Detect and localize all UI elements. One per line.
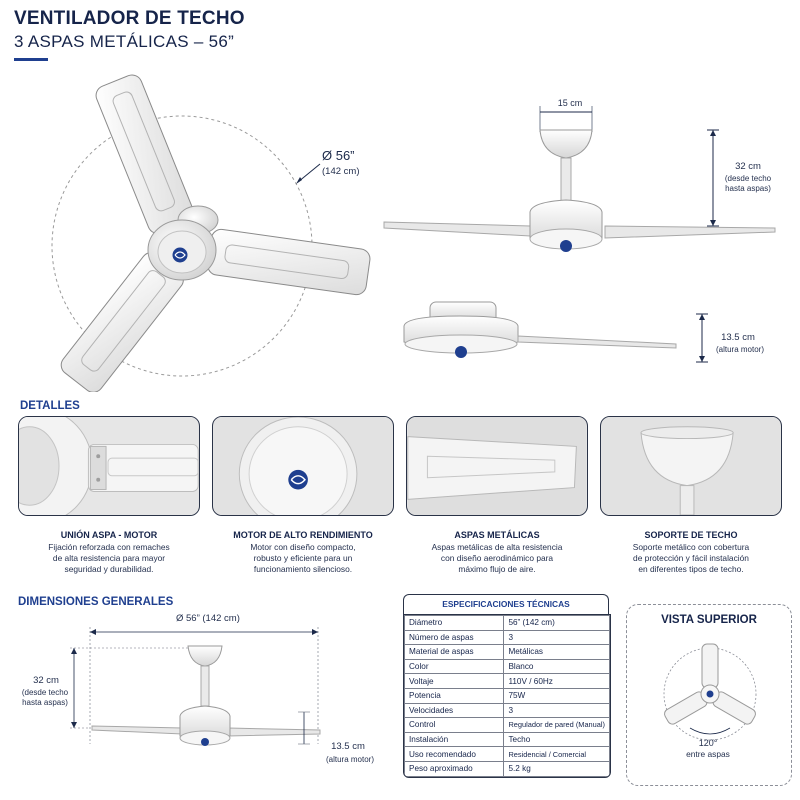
dimensions-height-value: 32 cm xyxy=(33,675,59,686)
detail-card-blades xyxy=(406,416,588,516)
detail-desc-2-line2: robusto y eficiente para un xyxy=(253,553,353,563)
details-section-title: DETALLES xyxy=(20,400,80,412)
spec-label: Control xyxy=(404,717,505,733)
page-subtitle: 3 ASPAS METÁLICAS – 56” xyxy=(14,32,235,51)
detail-title-4: SOPORTE DE TECHO xyxy=(644,530,738,540)
detail-desc-1-line1: Fijación reforzada con remaches xyxy=(48,542,170,552)
hero-diameter-cm: (142 cm) xyxy=(322,166,360,177)
detail-desc-4-line1: Soporte metálico con cobertura xyxy=(632,542,750,552)
dimensions-diameter-label: Ø 56” (142 cm) xyxy=(176,613,240,624)
detail-desc-1-line2: de alta resistencia para mayor xyxy=(52,553,166,563)
dimensions-height-note-2: hasta aspas) xyxy=(22,698,68,707)
spec-label: Uso recomendado xyxy=(404,746,505,762)
spec-value: 110V / 60Hz xyxy=(503,673,610,689)
spec-value: Techo xyxy=(503,731,610,748)
blades-image xyxy=(407,417,587,515)
spec-value: Blanco xyxy=(503,658,610,675)
spec-value: Regulador de pared (Manual) xyxy=(503,717,610,733)
top-view-angle-note: entre aspas xyxy=(686,749,730,759)
side-height-value: 32 cm xyxy=(735,161,761,172)
dimensions-motor-height: 13.5 cm xyxy=(331,741,365,752)
hero-diameter-arrow xyxy=(296,163,321,184)
detail-desc-2-line1: Motor con diseño compacto, xyxy=(250,542,356,552)
detail-desc-2-line3: funcionamiento silencioso. xyxy=(253,564,353,574)
motor-height-note: (altura motor) xyxy=(715,345,764,354)
hero-fan-illustration xyxy=(51,74,371,392)
specs-title: ESPECIFICACIONES TÉCNICAS xyxy=(403,594,609,614)
spec-label: Material de aspas xyxy=(404,644,505,660)
spec-value: Residencial / Comercial xyxy=(503,746,610,762)
motor-height-value: 13.5 cm xyxy=(721,332,755,343)
spec-label: Velocidades xyxy=(404,702,505,719)
motor-image xyxy=(213,417,393,515)
detail-title-2: MOTOR DE ALTO RENDIMIENTO xyxy=(233,530,373,540)
spec-label: Instalación xyxy=(404,731,505,748)
side-view-fan xyxy=(383,106,776,252)
spec-value: 5.2 kg xyxy=(503,760,610,777)
page-title: VENTILADOR DE TECHO xyxy=(14,8,245,29)
spec-value: 3 xyxy=(503,702,610,719)
hero-diameter-label: Ø 56” xyxy=(322,148,355,163)
detail-desc-3-line1: Aspas metálicas de alta resistencia xyxy=(431,542,563,552)
spec-value: 75W xyxy=(503,687,610,704)
dimensions-fan-drawing xyxy=(70,627,321,746)
spec-value: 3 xyxy=(503,629,610,646)
spec-label: Potencia xyxy=(404,687,505,704)
spec-label: Color xyxy=(404,658,505,675)
top-view-angle: 120° xyxy=(698,738,718,748)
detail-desc-3-line3: máximo flujo de aire. xyxy=(458,564,536,574)
spec-label: Voltaje xyxy=(404,673,505,689)
title-underline xyxy=(14,58,48,61)
dimensions-height-note-1: (desde techo xyxy=(21,688,69,697)
dimensions-section-title: DIMENSIONES GENERALES xyxy=(18,596,174,608)
detail-title-3: ASPAS METÁLICAS xyxy=(454,530,540,540)
spec-value: 56” (142 cm) xyxy=(503,615,610,631)
dimensions-motor-note: (altura motor) xyxy=(325,755,374,764)
ceiling-mount-image xyxy=(601,417,781,515)
side-height-note-2: hasta aspas) xyxy=(725,184,771,193)
detail-desc-4-line3: en diferentes tipos de techo. xyxy=(638,564,744,574)
blade-right xyxy=(207,228,371,296)
detail-card-blade-joint xyxy=(18,416,200,516)
side-height-note-1: (desde techo xyxy=(724,174,772,183)
top-view-drawing xyxy=(663,643,757,741)
detail-card-motor xyxy=(212,416,394,516)
brand-logo-icon xyxy=(172,247,188,263)
detail-title-1: UNIÓN ASPA - MOTOR xyxy=(60,530,158,540)
spec-label: Peso aproximado xyxy=(404,760,505,777)
detail-desc-3-line2: con diseño aerodinámico para xyxy=(440,553,554,563)
top-view-panel xyxy=(626,604,792,786)
spec-label: Número de aspas xyxy=(404,629,505,646)
spec-label: Diámetro xyxy=(404,615,505,631)
detail-card-ceiling-mount xyxy=(600,416,782,516)
motor-side-view xyxy=(403,301,708,363)
detail-desc-4-line2: de protección y fácil instalación xyxy=(633,553,749,563)
mount-width-label: 15 cm xyxy=(557,98,583,108)
blade-joint-image xyxy=(19,417,199,515)
top-view-title: VISTA SUPERIOR xyxy=(661,614,757,626)
detail-desc-1-line3: seguridad y durabilidad. xyxy=(64,564,154,574)
spec-value: Metálicas xyxy=(503,644,610,660)
